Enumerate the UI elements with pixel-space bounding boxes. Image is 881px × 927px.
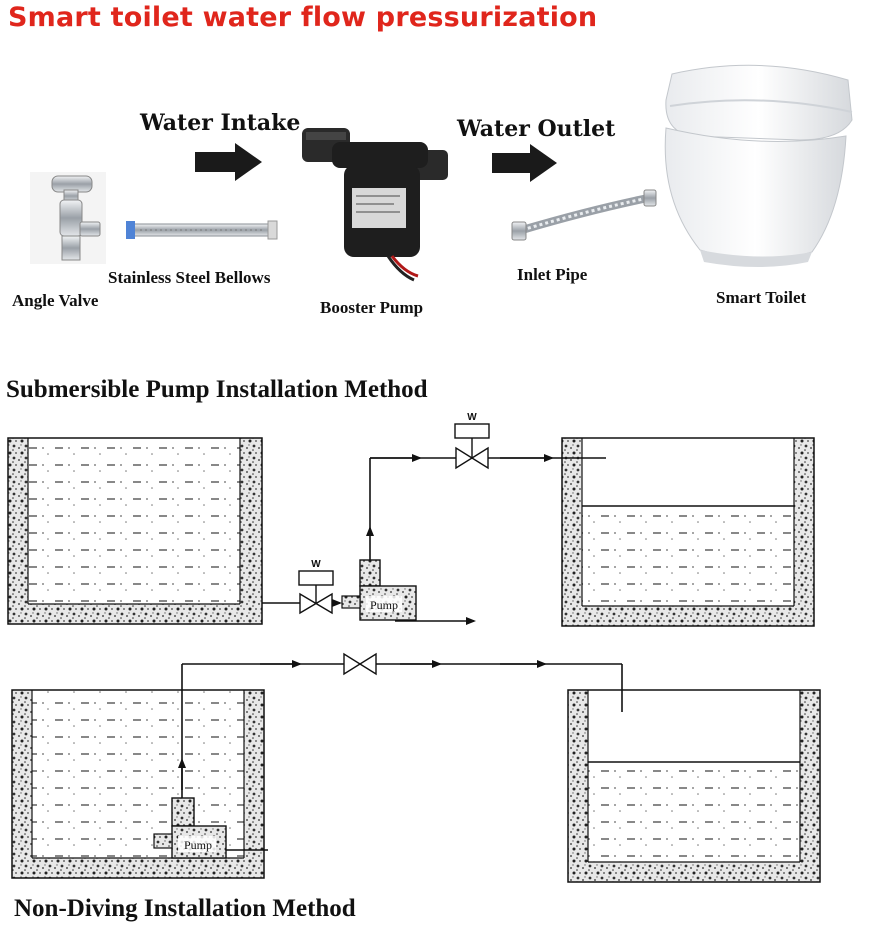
tank-icon (7, 437, 263, 625)
tank-icon (567, 689, 821, 883)
valve-marker: W (311, 559, 321, 570)
arrow-right-icon (492, 144, 557, 182)
inlet-pipe-icon (511, 189, 657, 241)
solenoid-valve-icon (454, 423, 490, 470)
smart-toilet-icon (664, 64, 853, 267)
gate-valve-icon (343, 652, 377, 676)
bellows-hose-icon (126, 220, 278, 240)
solenoid-valve-icon (298, 570, 334, 615)
angle-valve-label: Angle Valve (12, 291, 99, 310)
inlet-pipe-label: Inlet Pipe (517, 265, 588, 284)
valve-marker: W (467, 412, 477, 423)
submersible-title: Submersible Pump Installation Method (6, 376, 428, 403)
bellows-label: Stainless Steel Bellows (108, 268, 271, 287)
booster-pump-icon (302, 128, 448, 282)
water-outlet-label: Water Outlet (457, 116, 616, 142)
pump-box-icon (153, 797, 227, 859)
booster-pump-label: Booster Pump (320, 298, 424, 317)
tank-icon (561, 437, 815, 627)
non-diving-title: Non-Diving Installation Method (14, 895, 356, 922)
water-intake-label: Water Intake (140, 110, 301, 136)
page-title: Smart toilet water flow pressurization (8, 2, 598, 33)
pump-box-icon (341, 559, 417, 621)
arrow-right-icon (195, 143, 262, 181)
smart-toilet-label: Smart Toilet (716, 288, 807, 307)
pump-label: Pump (184, 838, 212, 852)
angle-valve-icon (30, 172, 106, 264)
pump-label: Pump (370, 598, 398, 612)
